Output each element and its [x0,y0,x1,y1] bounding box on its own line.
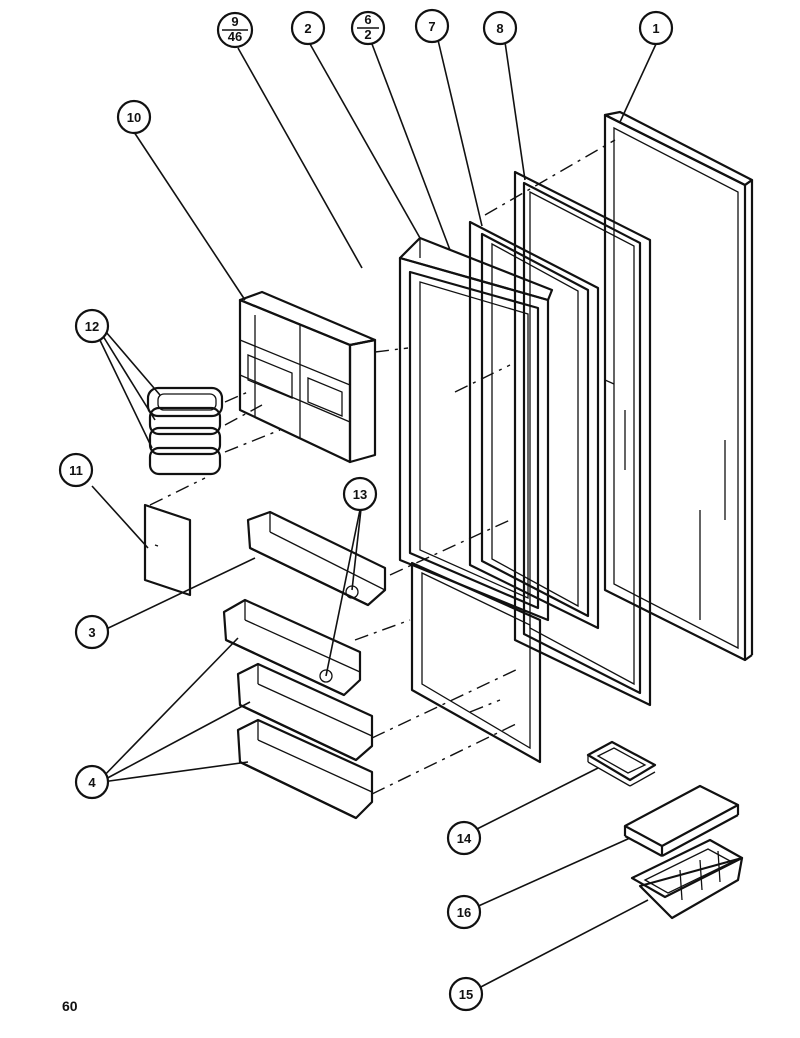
page-number: 60 [62,998,78,1014]
callout-2: 2 [290,10,326,46]
part-door-bin-2 [236,662,374,762]
part-shelf-unit [238,290,377,464]
svg-text:10: 10 [127,110,141,125]
callout-1: 1 [638,10,674,46]
svg-text:2: 2 [364,27,371,42]
callout-14: 14 [446,820,482,856]
svg-text:7: 7 [428,19,435,34]
callout-15: 15 [448,976,484,1012]
svg-text:16: 16 [457,905,471,920]
svg-text:8: 8 [496,21,503,36]
svg-text:12: 12 [85,319,99,334]
svg-text:13: 13 [353,487,367,502]
part-small-tray [586,740,657,787]
part-cover-plate [143,503,192,597]
svg-text:2: 2 [304,21,311,36]
callout-10: 10 [116,99,152,135]
part-door-bin-1 [222,598,362,697]
part-outer-door-panel [603,110,754,662]
svg-text:6: 6 [364,12,371,27]
svg-text:4: 4 [88,775,96,790]
callout-12: 12 [74,308,110,344]
callout-7: 7 [414,8,450,44]
svg-text:3: 3 [88,625,95,640]
callout-11: 11 [58,452,94,488]
part-door-bin-upper [246,510,387,607]
part-door-gasket [513,170,652,707]
svg-text:11: 11 [69,463,83,478]
callout-3: 3 [74,614,110,650]
svg-text:9: 9 [231,14,238,29]
svg-text:15: 15 [459,987,473,1002]
part-inner-door-liner [398,236,554,764]
assembly-lines [149,139,616,795]
callout-6-2: 6 2 [350,10,386,46]
callout-13: 13 [342,476,378,512]
callout-9-46: 9 46 [216,11,254,49]
part-breaker-frame [468,220,600,630]
svg-text:1: 1 [652,21,659,36]
svg-text:46: 46 [228,29,242,44]
callout-8: 8 [482,10,518,46]
callout-16: 16 [446,894,482,930]
part-lid [623,784,740,857]
leader-lines [91,39,657,991]
callout-4: 4 [74,764,110,800]
svg-text:14: 14 [457,831,472,846]
part-storage-containers [146,386,224,476]
part-bucket [630,838,744,920]
part-door-bin-3 [236,718,374,820]
